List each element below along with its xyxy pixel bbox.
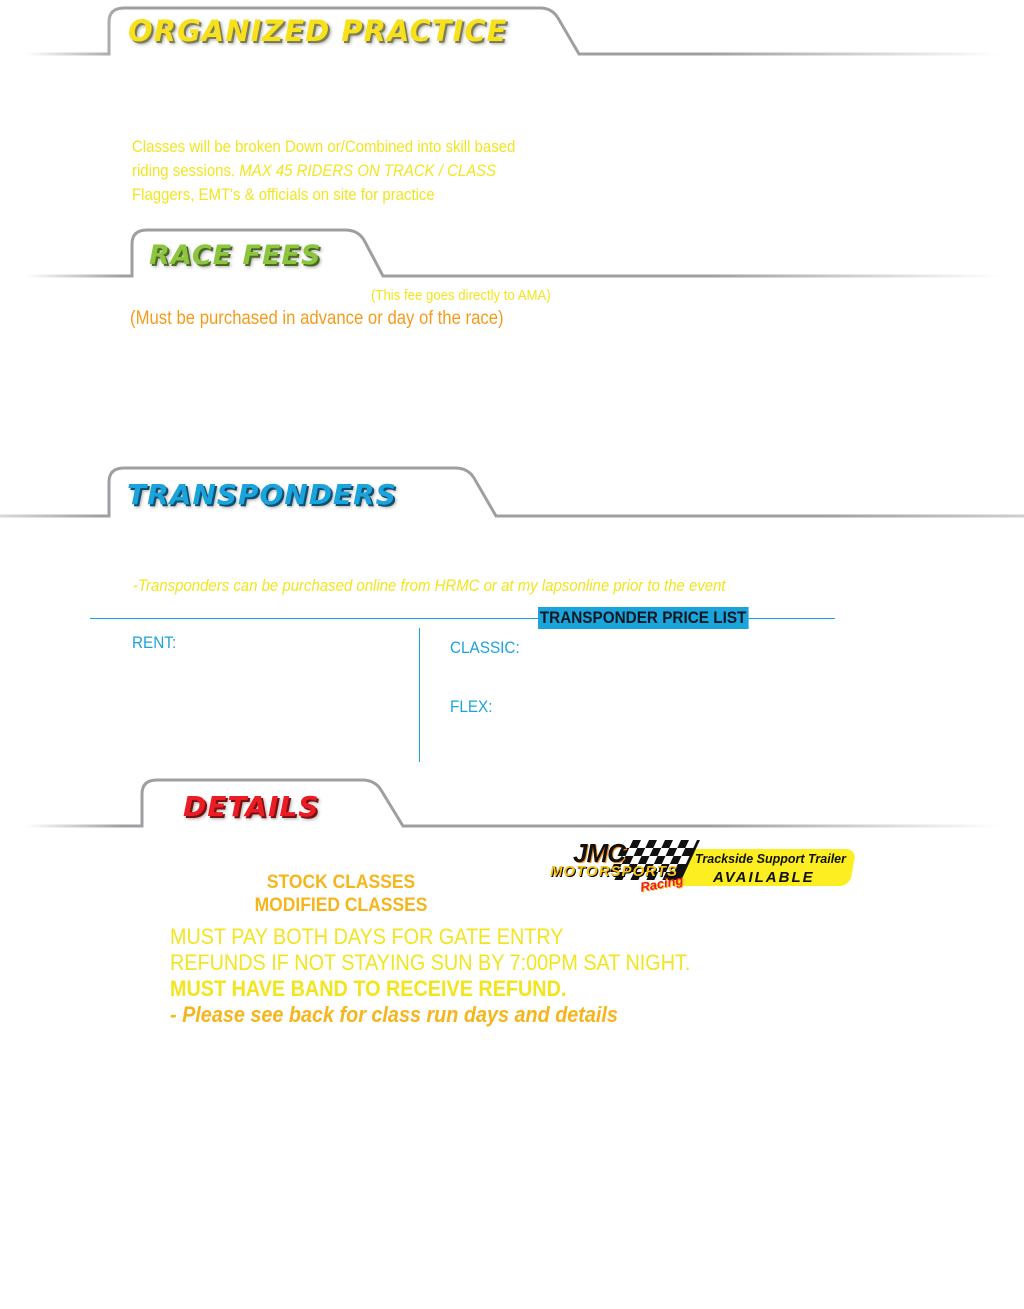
practice-tab-frame bbox=[25, 6, 1000, 56]
checkered-flag-icon bbox=[606, 840, 700, 880]
practice-line-2: riding sessions. MAX 45 RIDERS ON TRACK … bbox=[132, 159, 515, 183]
class-run-days-note: - Please see back for class run days and… bbox=[170, 1002, 618, 1027]
advance-purchase-note: (Must be purchased in advance or day of … bbox=[130, 308, 504, 329]
classic-label: CLASSIC: bbox=[450, 638, 520, 657]
practice-line-2-text: riding sessions. bbox=[132, 161, 240, 180]
practice-line-3: Flaggers, EMT's & officials on site for … bbox=[132, 185, 435, 204]
transponders-section-title: TRANSPONDERS bbox=[127, 478, 397, 511]
class-list: STOCK CLASSES MODIFIED CLASSES bbox=[230, 871, 452, 917]
flex-label: FLEX: bbox=[450, 697, 493, 716]
stock-classes-label: STOCK CLASSES bbox=[266, 872, 416, 893]
jmc-motorsports-logo: JMC MOTORSPORTS Racing Trackside Support… bbox=[535, 836, 860, 898]
gate-entry-note: MUST PAY BOTH DAYS FOR GATE ENTRY bbox=[170, 924, 564, 949]
transponder-price-list-heading: TRANSPONDER PRICE LIST bbox=[538, 607, 749, 629]
race-fees-tab-frame bbox=[25, 228, 1000, 278]
motorsports-logo-text: MOTORSPORTS bbox=[550, 863, 678, 880]
details-section-title: DETAILS bbox=[183, 790, 320, 823]
practice-section-title: ORGANIZED PRACTICE bbox=[128, 14, 508, 48]
trackside-support-text: Trackside Support Trailer bbox=[695, 852, 846, 866]
band-required-note: MUST HAVE BAND TO RECEIVE REFUND. bbox=[170, 976, 567, 1001]
race-fees-section-title: RACE FEES bbox=[149, 240, 322, 271]
price-column-divider bbox=[419, 628, 420, 762]
price-list-divider bbox=[90, 618, 835, 619]
rent-label: RENT: bbox=[132, 633, 177, 652]
transponder-purchase-note: -Transponders can be purchased online fr… bbox=[133, 576, 726, 595]
details-tab-frame bbox=[25, 778, 1000, 828]
available-text: AVAILABLE bbox=[713, 869, 815, 886]
ama-fee-note: (This fee goes directly to AMA) bbox=[371, 287, 551, 304]
practice-description: Classes will be broken Down or/Combined … bbox=[132, 135, 515, 207]
refund-note: REFUNDS IF NOT STAYING SUN BY 7:00PM SAT… bbox=[170, 950, 691, 975]
details-notes: MUST PAY BOTH DAYS FOR GATE ENTRY REFUND… bbox=[170, 924, 748, 1028]
modified-classes-label: MODIFIED CLASSES bbox=[254, 895, 428, 916]
max-riders-note: MAX 45 RIDERS ON TRACK / CLASS bbox=[239, 161, 497, 180]
transponders-tab-frame bbox=[0, 466, 1024, 518]
jmc-logo-text: JMC bbox=[573, 838, 626, 868]
practice-line-1: Classes will be broken Down or/Combined … bbox=[132, 137, 516, 156]
